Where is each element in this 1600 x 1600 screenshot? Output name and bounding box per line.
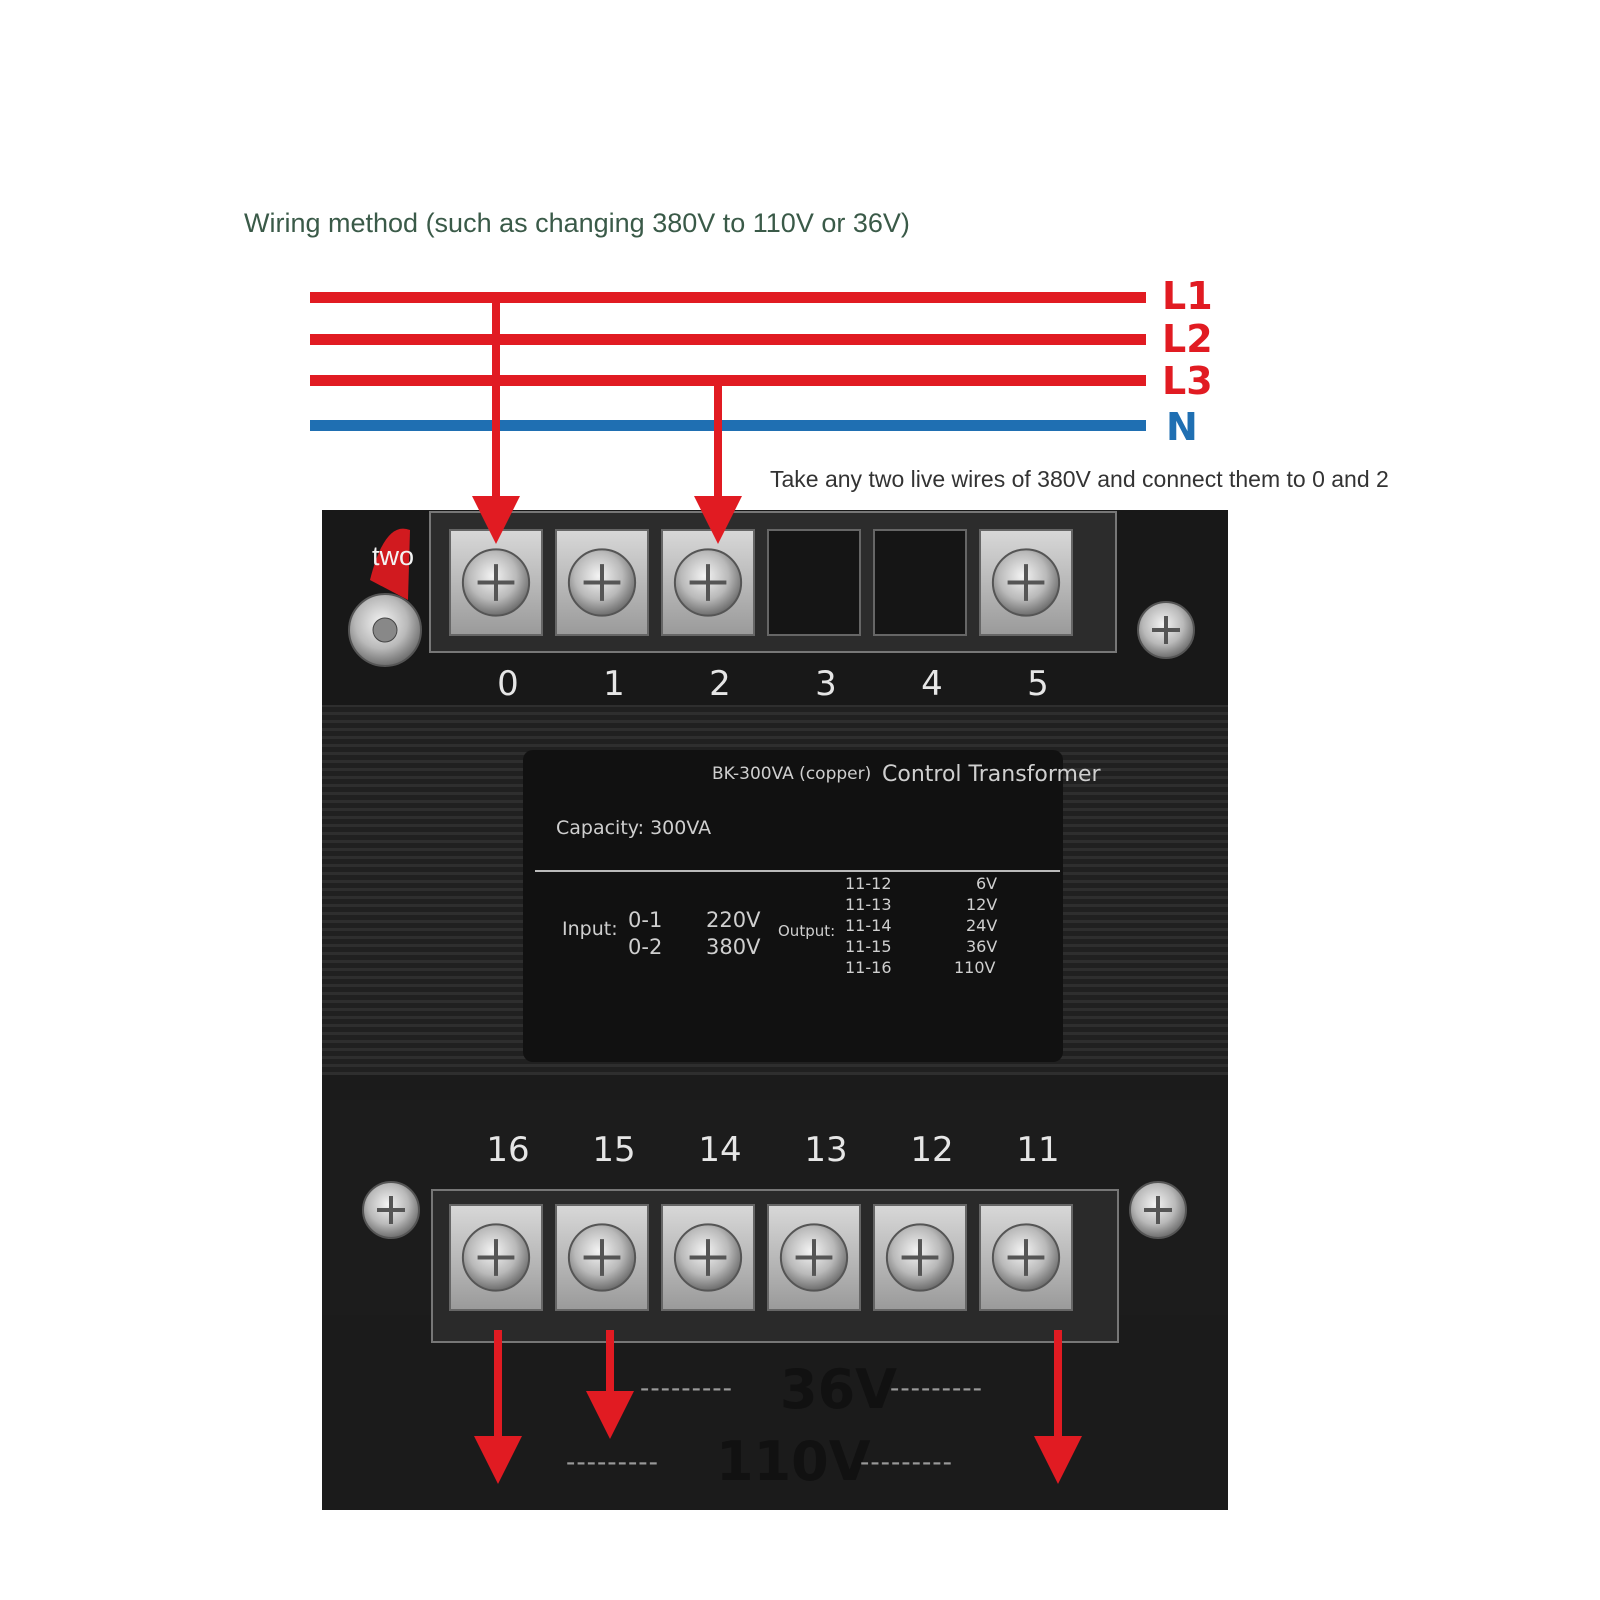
line-l1-label: L1 [1162,274,1213,318]
nameplate-panel [523,750,1063,1062]
output-terminals-2: 11-13 [845,895,892,914]
bottom-terminal-label-11: 11 [1016,1130,1060,1170]
output-terminals-5: 11-16 [845,958,892,977]
dash-right-36v: --------- [890,1372,983,1403]
top-terminal-label-5: 5 [1027,664,1049,704]
output-voltage-5: 110V [954,958,996,977]
top-terminal-5 [979,529,1073,636]
output-label: Output: [778,922,836,940]
output-36v-label: 36V [780,1358,897,1421]
input-terminals-1: 0-1 [628,908,663,932]
bottom-terminal-block [431,1189,1119,1343]
nameplate-model: BK-300VA (copper) [712,764,872,784]
top-terminal-1 [555,529,649,636]
input-label: Input: [562,918,618,940]
ground-tag-icon [370,528,410,600]
bottom-terminal-13 [767,1204,861,1311]
top-terminal-label-0: 0 [497,664,519,704]
dash-left-36v: --------- [640,1372,733,1403]
mounting-screws [348,528,1195,1239]
output-voltage-2: 12V [966,895,998,914]
line-l3-label: L3 [1162,359,1213,403]
output-terminals-1: 11-12 [845,874,892,893]
top-terminal-label-3: 3 [815,664,837,704]
top-terminal-2 [661,529,755,636]
output-terminals-4: 11-15 [845,937,892,956]
bottom-terminal-label-13: 13 [804,1130,848,1170]
output-voltage-4: 36V [966,937,998,956]
ground-tag-label: two [372,541,415,571]
line-l3-wire [310,375,1146,386]
bottom-terminal-16 [449,1204,543,1311]
top-terminal-block [429,511,1117,653]
line-l2-label: L2 [1162,317,1213,361]
input-voltage-1: 220V [706,908,761,932]
bottom-terminal-label-14: 14 [698,1130,742,1170]
input-terminals-2: 0-2 [628,935,663,959]
connection-arrows [472,298,1082,1484]
top-terminal-4 [873,529,967,636]
line-n-label: N [1166,405,1198,449]
output-terminals-3: 11-14 [845,916,892,935]
dash-right-110v: --------- [860,1446,953,1477]
bottom-terminal-12 [873,1204,967,1311]
dash-left-110v: --------- [566,1446,659,1477]
bottom-terminal-label-16: 16 [486,1130,530,1170]
output-voltage-1: 6V [976,874,998,893]
nameplate-capacity: Capacity: 300VA [556,817,712,839]
output-110v-label: 110V [716,1430,871,1493]
bottom-terminal-label-15: 15 [592,1130,636,1170]
top-terminal-label-1: 1 [603,664,625,704]
bottom-terminal-label-12: 12 [910,1130,954,1170]
wiring-note: Take any two live wires of 380V and conn… [770,466,1389,492]
line-n-wire [310,420,1146,431]
top-terminal-label-2: 2 [709,664,731,704]
bottom-terminal-14 [661,1204,755,1311]
bottom-terminal-15 [555,1204,649,1311]
nameplate-name: Control Transformer [882,762,1101,787]
top-terminal-label-4: 4 [921,664,943,704]
output-voltage-3: 24V [966,916,998,935]
top-terminal-3 [767,529,861,636]
line-l1-wire [310,292,1146,303]
line-l2-wire [310,334,1146,345]
diagram-title: Wiring method (such as changing 380V to … [244,208,910,238]
input-voltage-2: 380V [706,935,761,959]
top-terminal-0 [449,529,543,636]
supply-lines [310,292,1146,431]
bottom-terminal-11 [979,1204,1073,1311]
